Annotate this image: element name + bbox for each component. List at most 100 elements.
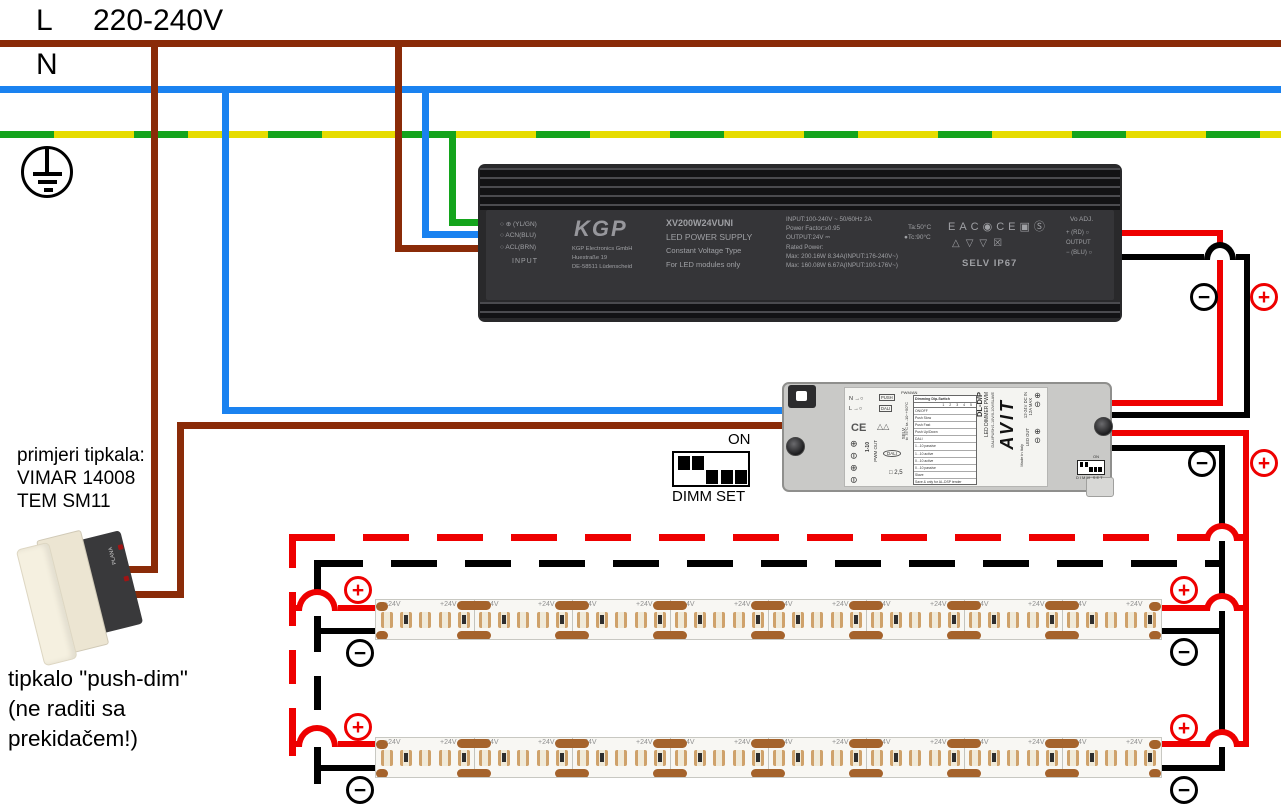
strip-led <box>732 750 745 766</box>
strip-resistor <box>653 612 666 628</box>
psu-model-line: Constant Voltage Type <box>666 246 742 255</box>
strip-led <box>732 612 745 628</box>
ledout-plus-wire <box>1112 430 1249 436</box>
dimmer-pwm-out-label: PWM OUT <box>873 440 878 462</box>
mini-dip-lever <box>1084 462 1088 467</box>
strip-led <box>1124 612 1137 628</box>
led-strip-2: +24V+24V+24V+24V+24V+24V+24V+24V+24V+24V… <box>375 737 1162 778</box>
note-line: primjeri tipkala: <box>17 445 145 466</box>
strip-led <box>811 612 824 628</box>
dimmer-l-terminal: L →○ <box>849 406 863 412</box>
strip-led <box>909 750 922 766</box>
dimmer-pwm-an-label: PWM/AN <box>901 390 918 395</box>
plus-symbol: + <box>344 713 372 741</box>
switch-to-dimmer-wire <box>110 591 184 598</box>
warning-triangle-icons: △△ <box>877 422 890 431</box>
strip-cut-line <box>866 600 867 639</box>
strip-edge-pad <box>376 631 388 639</box>
strip-cut-line <box>1062 600 1063 639</box>
strip-cut-line <box>474 600 475 639</box>
strip-led <box>517 750 530 766</box>
strip-resistor <box>849 750 862 766</box>
live-label: L <box>36 4 53 37</box>
dimmer-selv-label: SELV <box>901 428 906 440</box>
cert-icon: ▽ <box>965 238 980 249</box>
mini-dip-lever <box>1080 462 1084 467</box>
strip-cut-line <box>670 738 671 777</box>
earth-to-psu-wire <box>449 131 456 226</box>
dimmer-mini-dip-switch <box>1077 460 1105 475</box>
switch-examples-note: primjeri tipkala: VIMAR 14008 TEM SM11 <box>17 444 145 513</box>
strip-voltage-label: +24V <box>440 739 457 746</box>
psu-input-terminal: ○ ⊕ (YL/GN) <box>500 221 537 228</box>
strip-solder-pad <box>457 769 491 777</box>
wire-jump <box>296 725 338 747</box>
strip-solder-pad <box>1045 739 1079 748</box>
dip-table-row: 1...10 passive <box>914 443 976 451</box>
strip-resistor <box>988 612 1001 628</box>
dip-dimm-label: DIMM <box>672 488 712 505</box>
dimmer-dali-type-label: DALI <box>879 405 893 412</box>
dip-switch-lever-position <box>720 470 733 484</box>
psu-spec-line: Rated Power: <box>786 244 824 251</box>
wire-jump <box>1204 242 1236 260</box>
strip-led <box>713 612 726 628</box>
strip-led <box>577 750 589 766</box>
psu-brand-line: Huestraße 19 <box>572 255 608 261</box>
psu-input-label: INPUT <box>512 258 538 265</box>
earth-symbol <box>21 146 73 198</box>
strip-solder-pad <box>653 769 687 777</box>
strip-resistor <box>694 750 707 766</box>
strip-cut-line <box>964 738 965 777</box>
cert-icon: ▣ <box>1019 221 1034 233</box>
strip-solder-pad <box>751 631 785 639</box>
strip-led <box>517 612 530 628</box>
dip-switch-lever <box>720 456 733 484</box>
minus-dashed-bus-wire <box>317 560 1225 567</box>
strip-resistor <box>1143 750 1156 766</box>
strip-led <box>1026 612 1039 628</box>
psu-model-line: LED POWER SUPPLY <box>666 232 753 242</box>
strip1-left-minus-wire <box>317 628 378 634</box>
cert-icon: EAC <box>948 221 983 233</box>
cert-icon: CE <box>996 221 1020 233</box>
strip-led <box>830 612 843 628</box>
psu-label: ○ ⊕ (YL/GN) ○ ACN(BLU) ○ ACL(BRN) INPUT … <box>486 210 1114 300</box>
dimmer-ledout-label: LED OUT <box>1025 428 1030 447</box>
dip-switch-lever <box>734 456 747 484</box>
voltage-label: 220-240V <box>93 4 224 37</box>
strip-cut-line <box>866 738 867 777</box>
strip-resistor <box>1086 612 1099 628</box>
psu-output-plus-label: + (RD) ○ <box>1066 230 1090 236</box>
dip-switch-lever <box>692 456 705 484</box>
strip2-left-plus-wire <box>338 741 377 747</box>
dip-switch-lever-position <box>706 470 719 484</box>
dimmer-mini-dip-on-label: ON <box>1093 454 1099 459</box>
strip-resistor <box>1045 612 1058 628</box>
plus-symbol: + <box>1170 576 1198 604</box>
strip-led <box>634 612 647 628</box>
strip-edge-pad <box>1149 740 1161 749</box>
dip-table-row: Push Slow <box>914 415 976 423</box>
dimmer-mini-dimm-set-label: DIMM SET <box>1076 475 1104 480</box>
psu-heatsink-fins <box>480 168 1120 210</box>
strip2-right-plus-wire <box>1236 741 1247 747</box>
plus-symbol: + <box>1250 283 1278 311</box>
strip-solder-pad <box>751 739 785 748</box>
dimmer-push-label: PUSH <box>879 394 895 401</box>
minus-symbol: − <box>1170 638 1198 666</box>
psu-ta-label: Ta:50°C <box>908 224 932 231</box>
strip-led <box>419 750 432 766</box>
note-line: tipkalo "push-dim" <box>8 666 188 691</box>
strip-voltage-label: +24V <box>636 739 653 746</box>
earth-symbol-stem <box>45 149 49 173</box>
strip-led <box>1007 612 1020 628</box>
ledout-minus-wire <box>1112 445 1225 451</box>
strip-led <box>830 750 843 766</box>
led-dimmer-module: N →○ L →○ PUSH DALI PWM/AN CE △△ tc 75°C… <box>782 382 1114 497</box>
strip-led <box>928 750 941 766</box>
strip-resistor <box>1086 750 1099 766</box>
minus-symbol: − <box>1190 283 1218 311</box>
strip-solder-pad <box>751 769 785 777</box>
